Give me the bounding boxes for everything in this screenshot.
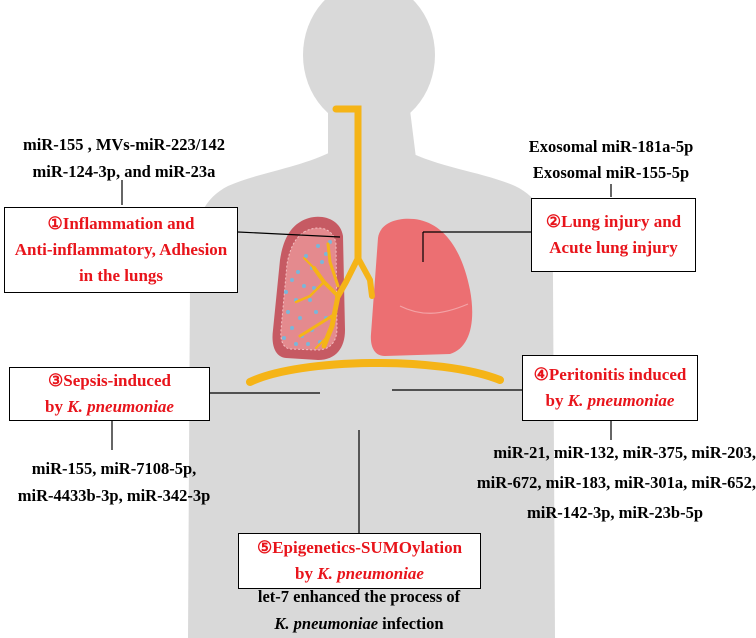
box-sepsis-line2: by K. pneumoniae bbox=[10, 394, 209, 420]
box-peritonitis-line2: by K. pneumoniae bbox=[523, 388, 697, 414]
box-inflammation-line3: in the lungs bbox=[78, 266, 164, 285]
box-peritonitis-prefix: by bbox=[545, 391, 568, 410]
box-inflammation-line2: Anti-inflammatory, Adhesion bbox=[14, 240, 228, 259]
box-peritonitis: ④Peritonitis induced by K. pneumoniae bbox=[522, 355, 698, 421]
box-sepsis-species: K. pneumoniae bbox=[67, 397, 174, 416]
label-let7-suffix: infection bbox=[378, 614, 444, 633]
box-lung-injury-line2: Acute lung injury bbox=[549, 238, 678, 257]
box-peritonitis-species: K. pneumoniae bbox=[567, 391, 675, 410]
box-5-species: K. pneumoniae bbox=[317, 564, 424, 583]
box-lung-injury-line1: ②Lung injury and bbox=[545, 212, 682, 231]
connector-lines bbox=[111, 180, 612, 590]
box-inflammation: ①Inflammation and Anti-inflammatory, Adh… bbox=[4, 207, 238, 293]
diaphragm bbox=[246, 358, 504, 386]
box-sepsis-prefix: by bbox=[45, 397, 68, 416]
trachea bbox=[294, 105, 375, 349]
label-sepsis-2: miR-4433b-3p, miR-342-3p bbox=[17, 486, 211, 505]
label-let7-2: K. pneumoniae infection bbox=[206, 614, 512, 634]
right-lung bbox=[370, 218, 473, 356]
label-top-left-1: miR-155 , MVs-miR-223/142 bbox=[22, 135, 226, 154]
box-sepsis-line1: ③Sepsis-induced bbox=[48, 371, 171, 390]
box-peritonitis-line1: ④Peritonitis induced bbox=[533, 365, 687, 384]
label-top-right-1: Exosomal miR-181a-5p bbox=[528, 137, 694, 156]
label-top-right-2: Exosomal miR-155-5p bbox=[532, 163, 690, 182]
label-top-left-2: miR-124-3p, and miR-23a bbox=[32, 162, 216, 181]
box-5-line2: by K. pneumoniae bbox=[239, 561, 480, 587]
box-5-line1: ⑤Epigenetics-SUMOylation bbox=[256, 538, 463, 557]
box-5: ⑤Epigenetics-SUMOylation by K. pneumonia… bbox=[238, 533, 481, 589]
label-let7-species: K. pneumoniae bbox=[274, 614, 379, 633]
box-inflammation-line1: ①Inflammation and bbox=[47, 214, 195, 233]
label-let7-1: let-7 enhanced the process of bbox=[257, 587, 461, 606]
label-peritonitis-1: miR-21, miR-132, miR-375, miR-203, bbox=[493, 443, 756, 462]
box-sepsis: ③Sepsis-induced by K. pneumoniae bbox=[9, 367, 210, 421]
label-sepsis-1: miR-155, miR-7108-5p, bbox=[31, 459, 197, 478]
label-peritonitis-3: miR-142-3p, miR-23b-5p bbox=[527, 503, 703, 522]
box-5-prefix: by bbox=[295, 564, 318, 583]
label-peritonitis-2: miR-672, miR-183, miR-301a, miR-652, bbox=[476, 473, 756, 492]
box-lung-injury: ②Lung injury and Acute lung injury bbox=[531, 198, 696, 272]
